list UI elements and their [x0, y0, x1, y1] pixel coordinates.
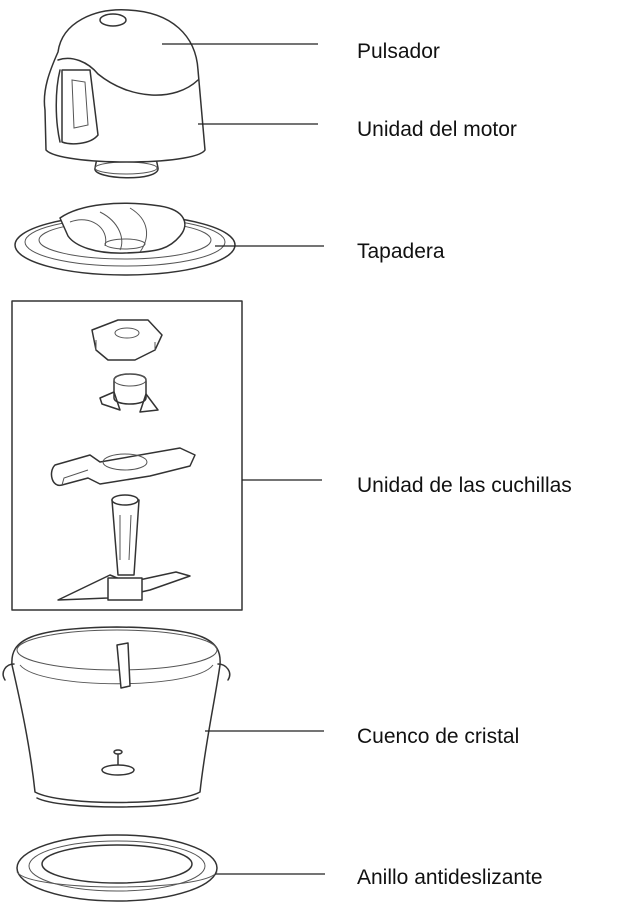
label-motor-unit: Unidad del motor — [357, 118, 517, 141]
label-non-slip-ring: Anillo antideslizante — [357, 866, 543, 889]
push-button-cap — [99, 13, 127, 27]
blade-unit-drawing — [11, 300, 243, 611]
label-lid: Tapadera — [357, 240, 445, 263]
label-blade-unit: Unidad de las cuchillas — [357, 474, 572, 497]
blade-unit-frame — [11, 300, 243, 611]
lid-drawing — [14, 202, 236, 276]
label-push-button: Pulsador — [357, 40, 440, 63]
non-slip-ring-drawing — [16, 834, 218, 902]
leader-lines — [162, 43, 325, 875]
glass-bowl-drawing — [2, 626, 231, 808]
motor-unit-drawing — [43, 9, 206, 179]
label-glass-bowl: Cuenco de cristal — [357, 725, 519, 748]
